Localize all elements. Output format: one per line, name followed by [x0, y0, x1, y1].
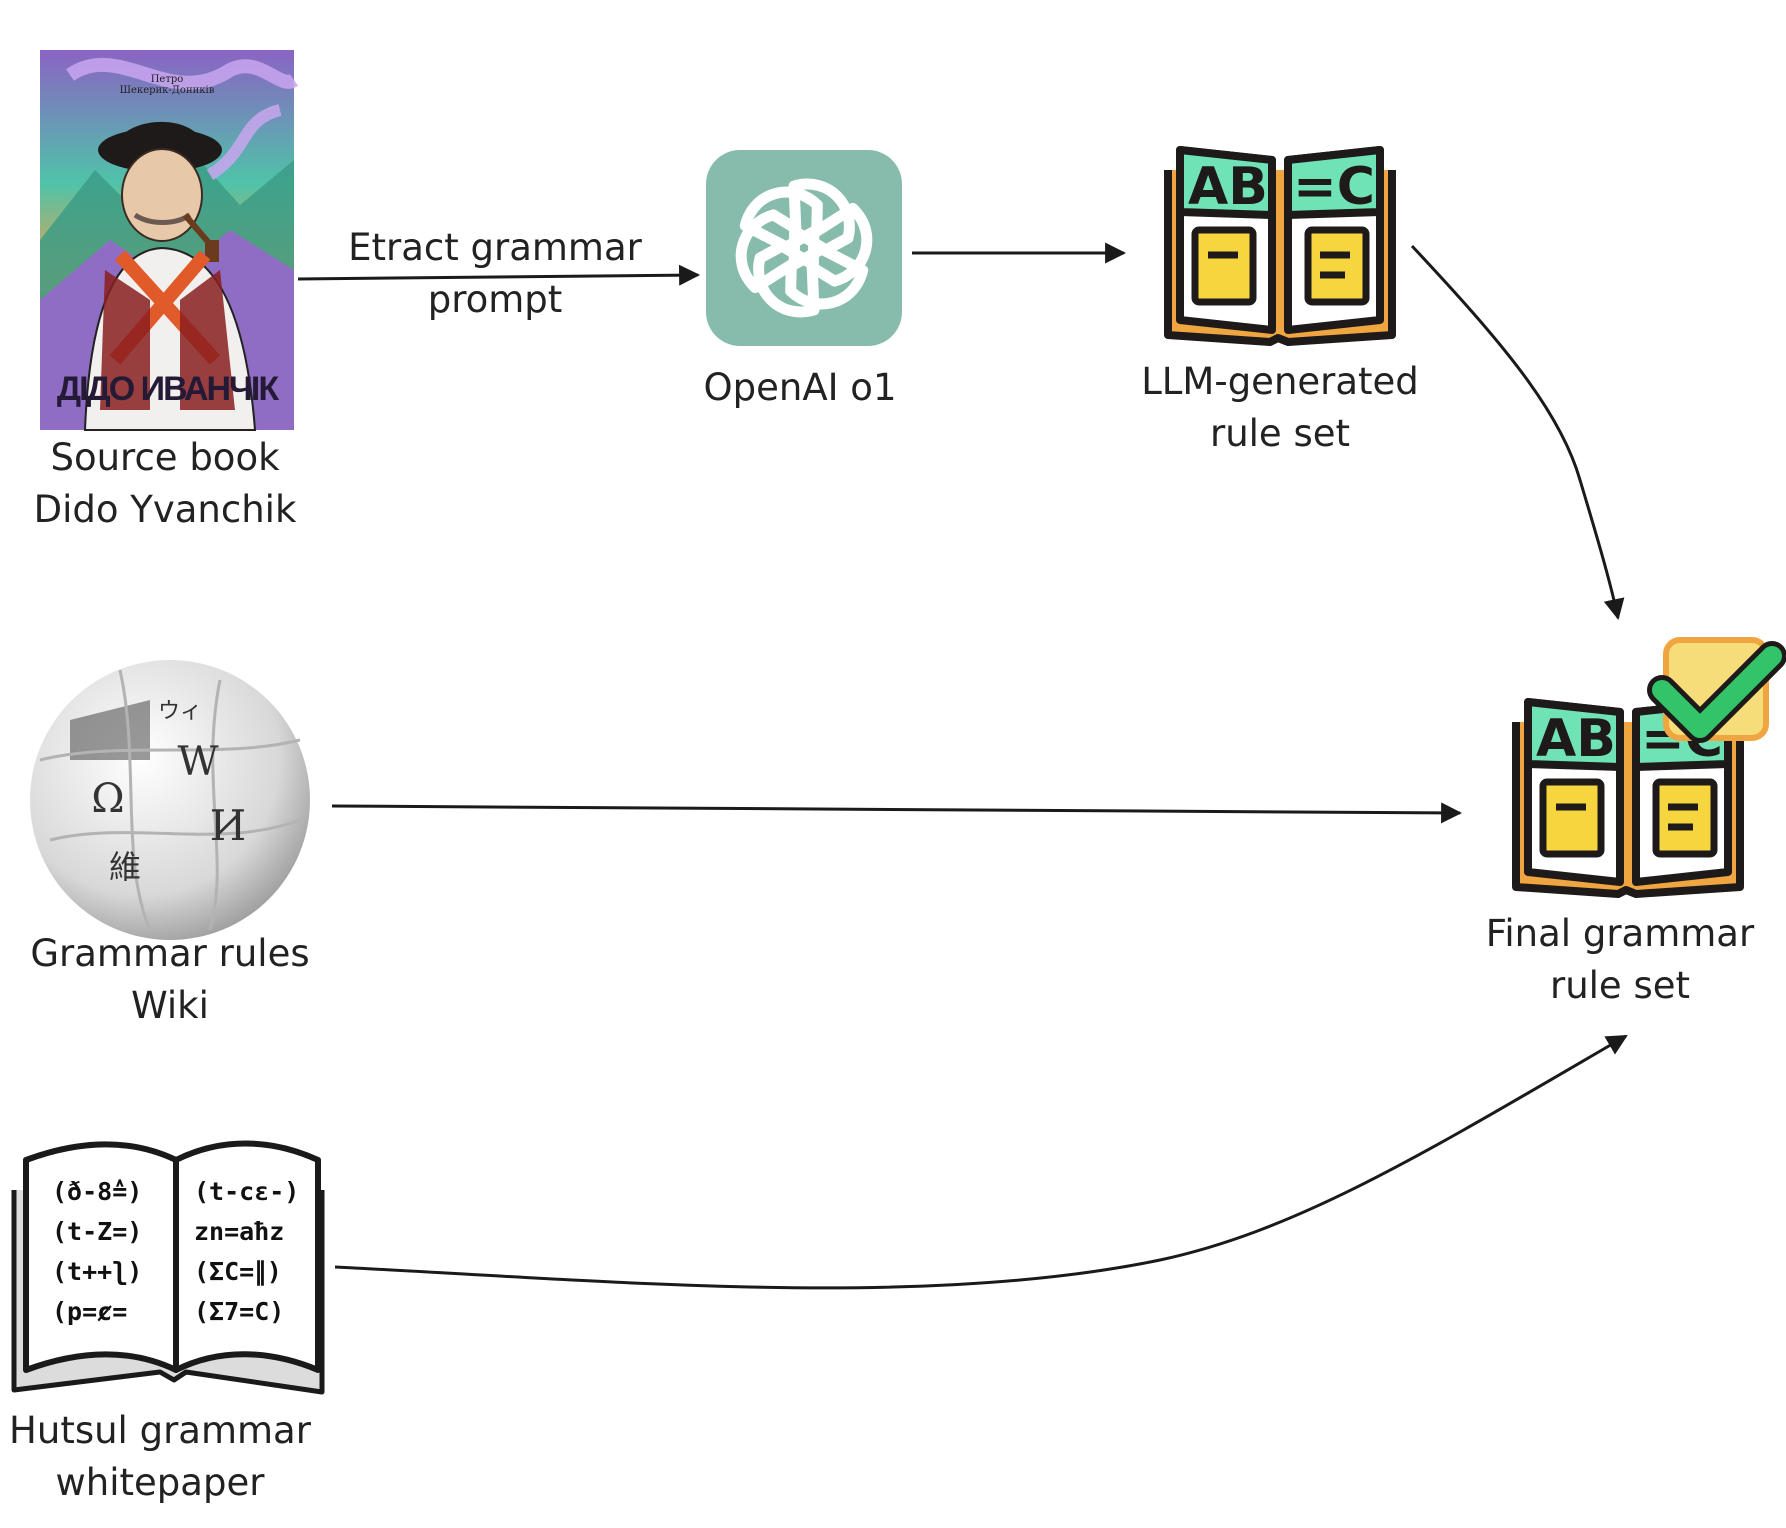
whitepaper-right-line-1: (t-cɛ-) — [194, 1177, 299, 1206]
whitepaper-left-line-2: (t-Z=) — [52, 1217, 142, 1246]
source-book-label: Source book Dido Yvanchik — [10, 432, 320, 536]
wiki-label-line-1: Grammar rules — [30, 932, 310, 975]
llm-rules-label: LLM-generated rule set — [1110, 356, 1450, 460]
final-rules-label-line-1: Final grammar — [1485, 912, 1755, 955]
edge-label-extract-prompt: Etract grammar prompt — [330, 222, 660, 326]
openai-logo-icon — [706, 150, 902, 346]
globe-glyph-w: W — [177, 739, 218, 785]
whitepaper-left-line-4: (p=ȼ= — [52, 1297, 127, 1326]
edge-llm-to-final — [1410, 244, 1625, 621]
openai-label: OpenAI o1 — [650, 362, 950, 414]
edge-label-line-1: Etract grammar — [348, 226, 642, 269]
whitepaper-right-line-3: (ΣC=∥) — [194, 1257, 282, 1286]
globe-glyph-i: И — [210, 801, 247, 850]
edge-whitepaper-to-final — [334, 1034, 1628, 1290]
openai-label-line-1: OpenAI o1 — [703, 366, 897, 409]
llm-book-letters-right: =C — [1293, 157, 1375, 217]
whitepaper-book-icon: (ð-8≙) (t-Z=) (t++ʅ) (p=ȼ= (t-cɛ-) zn=aħ… — [11, 1140, 325, 1395]
whitepaper-label: Hutsul grammar whitepaper — [0, 1405, 320, 1509]
source-book-cover: Петро Шекерик-Доників ДІДО ИВАНЧІК — [40, 50, 299, 431]
final-rules-label-line-2: rule set — [1549, 964, 1690, 1007]
edge-wiki-to-final — [331, 802, 1463, 824]
wiki-label: Grammar rules Wiki — [10, 928, 330, 1032]
llm-book-letters-left: AB — [1188, 157, 1268, 217]
checkmark-icon — [1647, 637, 1786, 743]
whitepaper-label-line-2: whitepaper — [55, 1461, 265, 1504]
llm-rule-book-icon: AB =C — [1164, 146, 1396, 346]
whitepaper-left-line-3: (t++ʅ) — [52, 1257, 142, 1286]
wikipedia-globe-icon: W Ω И 維 ウィ — [30, 660, 310, 940]
whitepaper-right-line-2: zn=aħz — [194, 1217, 284, 1246]
whitepaper-label-line-1: Hutsul grammar — [9, 1409, 311, 1452]
cover-author-line-2: Шекерик-Доників — [120, 85, 215, 96]
llm-rules-label-line-1: LLM-generated — [1141, 360, 1419, 403]
cover-title: ДІДО ИВАНЧІК — [57, 370, 280, 408]
source-book-label-line-1: Source book — [50, 436, 280, 479]
edge-label-line-2: prompt — [427, 278, 563, 321]
wiki-label-line-2: Wiki — [131, 984, 209, 1027]
edge-source-to-openai — [297, 264, 701, 286]
globe-glyph-wi: ウィ — [158, 699, 202, 724]
source-book-label-line-2: Dido Yvanchik — [33, 488, 297, 531]
globe-glyph-wei: 維 — [109, 848, 141, 886]
cover-author-line-1: Петро — [151, 74, 184, 85]
whitepaper-right-line-4: (Σ7=C) — [194, 1297, 284, 1326]
whitepaper-left-line-1: (ð-8≙) — [52, 1177, 142, 1206]
final-book-letters-left: AB — [1536, 709, 1616, 769]
llm-rules-label-line-2: rule set — [1209, 412, 1350, 455]
globe-glyph-omega: Ω — [91, 776, 124, 822]
final-rules-label: Final grammar rule set — [1460, 908, 1780, 1012]
